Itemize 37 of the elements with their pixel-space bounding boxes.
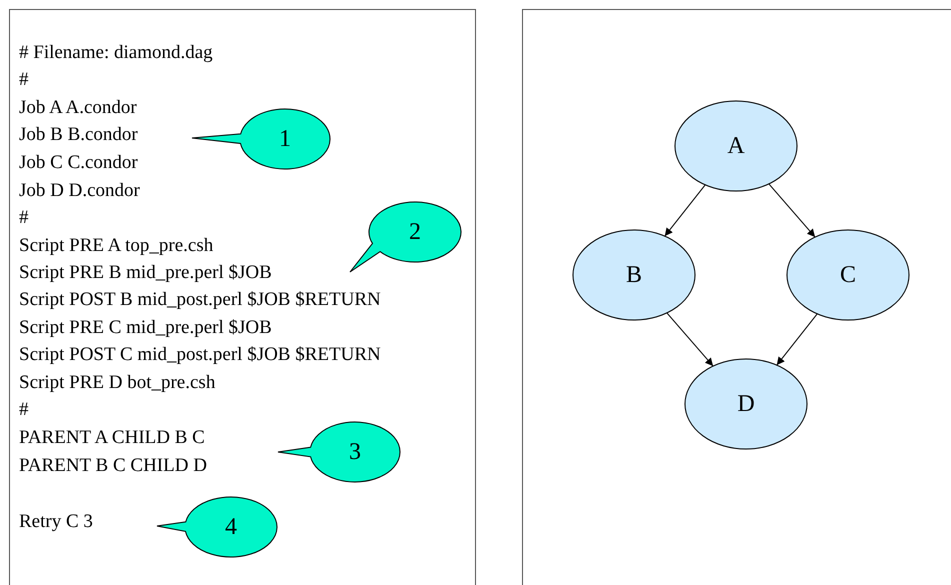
code-line: Script PRE D bot_pre.csh [19, 372, 216, 394]
callout-number: 4 [225, 513, 237, 541]
callout-bubble [191, 108, 331, 170]
node-label: C [840, 261, 856, 289]
code-line: # [19, 207, 28, 229]
callout-number: 2 [409, 218, 421, 246]
code-line: # [19, 399, 28, 421]
callout-bubble [277, 421, 401, 483]
job-ellipse [684, 358, 808, 450]
code-line: Script PRE C mid_pre.perl $JOB [19, 317, 272, 339]
callout-bubble [349, 201, 462, 273]
node-label: D [737, 390, 755, 418]
code-line: Job C C.condor [19, 152, 138, 174]
arrow [768, 183, 816, 238]
callout-number: 1 [279, 125, 291, 153]
job-ellipse [786, 229, 910, 321]
code-line: PARENT B C CHILD D [19, 455, 207, 477]
arrow [776, 313, 818, 366]
node-label: B [626, 261, 642, 289]
arrow [664, 184, 706, 237]
callout-number: 3 [349, 438, 361, 466]
arrow [666, 312, 714, 367]
code-line: Script POST B mid_post.perl $JOB $RETURN [19, 289, 381, 311]
node-label: A [727, 132, 745, 160]
callout-bubble [156, 496, 278, 558]
code-line: Script POST C mid_post.perl $JOB $RETURN [19, 344, 381, 366]
code-line: PARENT A CHILD B C [19, 427, 205, 449]
code-line: Retry C 3 [19, 511, 93, 533]
code-line: # Filename: diamond.dag [19, 42, 213, 64]
job-ellipse [572, 229, 696, 321]
code-line: Script PRE B mid_pre.perl $JOB [19, 262, 272, 284]
job-ellipse [674, 100, 798, 192]
code-line: Job B B.condor [19, 124, 138, 146]
code-line: Job D D.condor [19, 180, 140, 202]
code-line: Script PRE A top_pre.csh [19, 235, 214, 257]
code-line: # [19, 69, 28, 91]
code-line: Job A A.condor [19, 97, 137, 119]
